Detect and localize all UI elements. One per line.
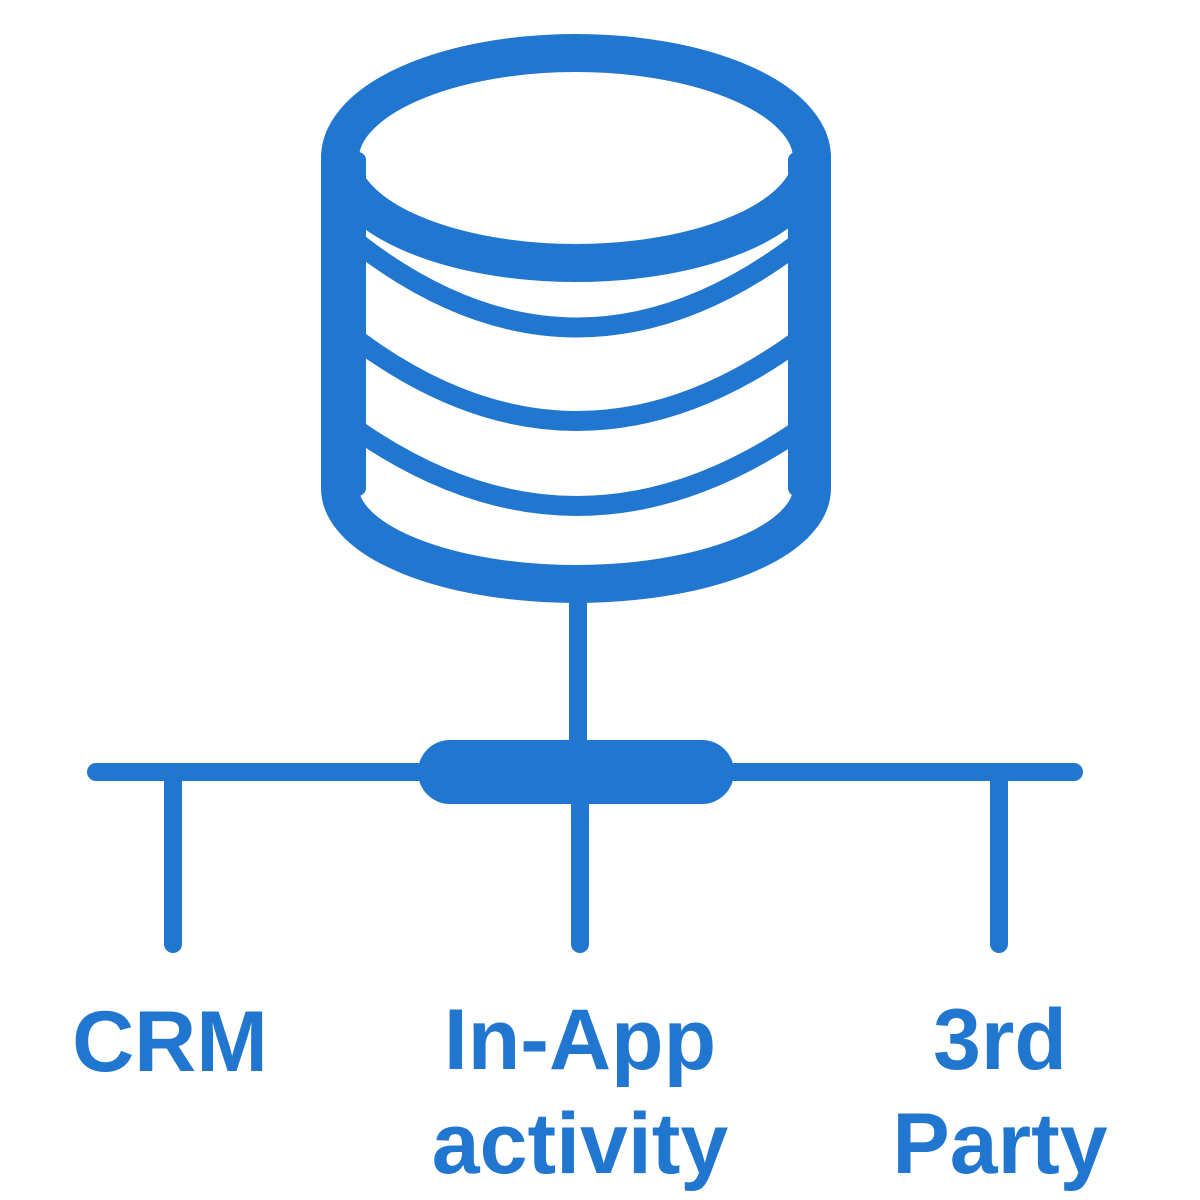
source-label-inapp-line2: activity <box>431 1096 729 1192</box>
source-label-inapp-line1: In-App <box>443 992 717 1088</box>
database-top-ellipse <box>321 34 831 282</box>
database-icon <box>321 34 831 603</box>
source-label-3rdparty-line2: Party <box>892 1096 1108 1192</box>
source-label-3rd-party: 3rd Party <box>850 988 1150 1196</box>
database-tier-divider-3 <box>350 422 806 516</box>
database-tier-divider-1 <box>350 235 806 338</box>
source-label-crm: CRM <box>20 990 320 1094</box>
database-tier-divider-2 <box>350 332 806 431</box>
source-label-inapp-activity: In-App activity <box>380 988 780 1196</box>
connector-bar-icon <box>418 740 734 804</box>
source-label-crm-line1: CRM <box>72 994 268 1090</box>
database-outer-shell <box>321 139 831 603</box>
source-label-3rdparty-line1: 3rd <box>933 992 1067 1088</box>
